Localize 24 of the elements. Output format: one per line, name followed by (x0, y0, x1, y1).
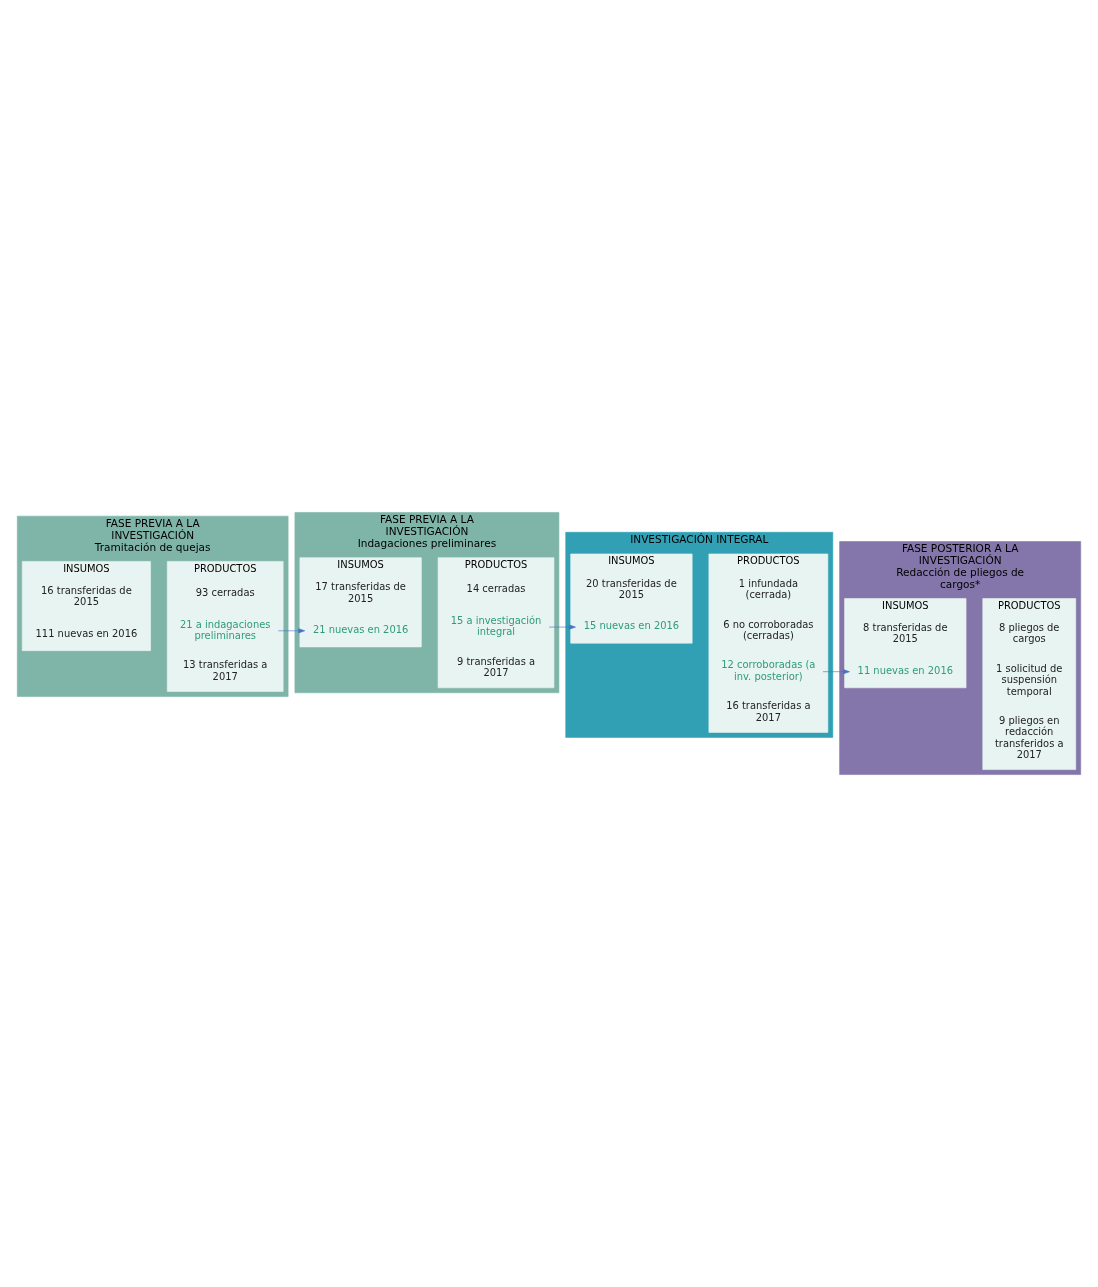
node-text: 15 nuevas en 2016 (583, 620, 680, 632)
node-text: 12 corroboradas (a inv. posterior) (721, 659, 816, 682)
node-text: 11 nuevas en 2016 (857, 665, 954, 677)
node-text: 93 cerradas (195, 586, 255, 598)
arrow (277, 628, 305, 634)
node-text: 14 cerradas (466, 583, 526, 595)
node-text: 1 infundada (cerrada) (738, 577, 798, 600)
node-text: 8 transferidas de 2015 (863, 622, 948, 645)
node-text: 20 transferidas de 2015 (586, 577, 677, 600)
node-text: 13 transferidas a 2017 (183, 659, 268, 682)
node-text: 16 transferidas a 2017 (726, 700, 811, 723)
node-text: 17 transferidas de 2015 (315, 581, 406, 604)
node-text: 6 no corroboradas (cerradas) (723, 618, 814, 641)
arrow (548, 624, 576, 630)
node-text: 8 pliegos de cargos (999, 622, 1060, 645)
node-text: 9 pliegos en redacción transferidos a 2017 (994, 715, 1064, 760)
node-text: 1 solicitud de suspensión temporal (996, 663, 1063, 697)
node-text: 111 nuevas en 2016 (35, 627, 138, 639)
node-text: 9 transferidas a 2017 (456, 655, 536, 678)
node-text: 21 nuevas en 2016 (312, 624, 409, 636)
node-text: 21 a indagaciones preliminares (179, 618, 271, 641)
node-text: 16 transferidas de 2015 (41, 585, 132, 608)
node-text: 15 a investigación integral (450, 614, 542, 638)
arrow (822, 669, 850, 675)
